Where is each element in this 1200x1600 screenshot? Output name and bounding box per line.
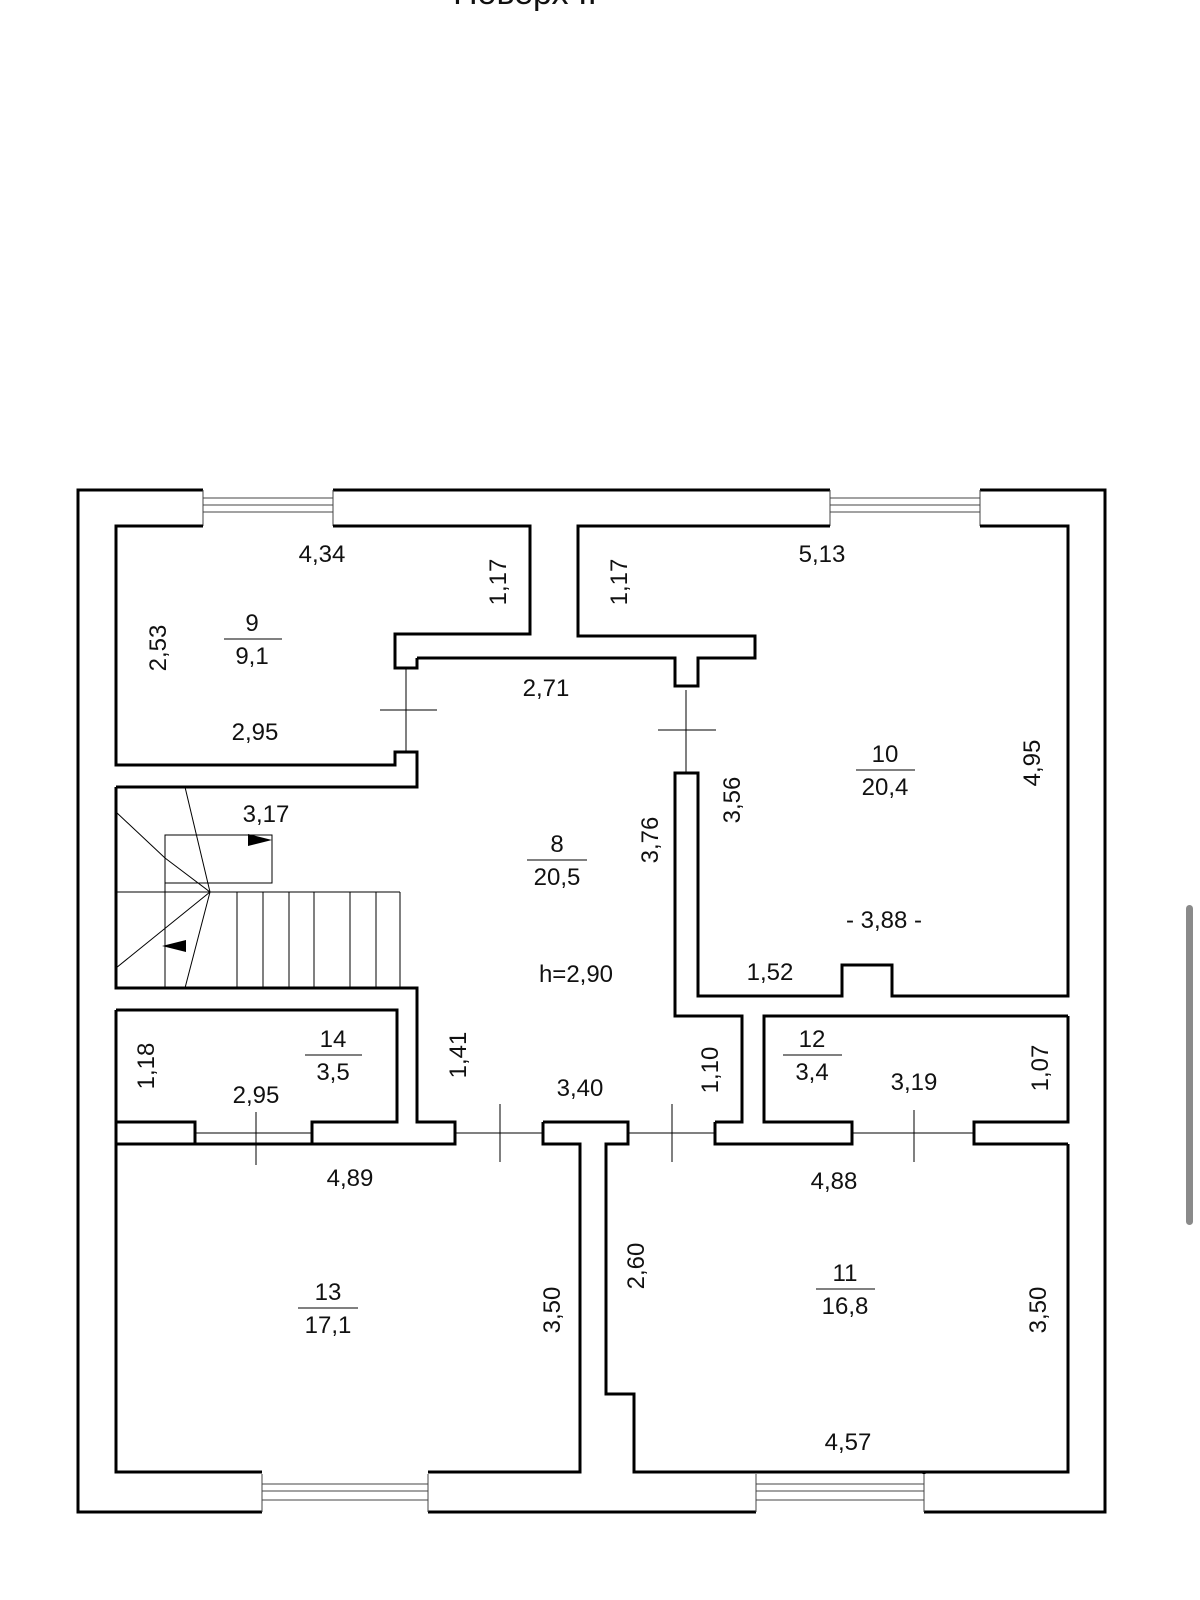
room-9-label: 9 9,1 (224, 610, 282, 670)
room-12-right-wall (972, 1016, 1070, 1146)
room-area: 9,1 (235, 643, 268, 670)
room-13-label: 13 17,1 (298, 1279, 358, 1339)
dim-r9-right: 1,17 (485, 559, 512, 606)
dim-r8-left: 1,41 (445, 1032, 472, 1079)
dim-r13-top: 4,89 (327, 1165, 374, 1192)
room-10-label: 10 20,4 (856, 741, 915, 801)
room-12-label: 12 3,4 (783, 1026, 842, 1086)
room-9-wall (114, 524, 419, 789)
room-number: 10 (872, 741, 899, 768)
dim-r8-bottom: 3,40 (557, 1075, 604, 1102)
dim-stairs: 3,17 (243, 801, 290, 828)
dim-r11-bottom: 4,57 (825, 1429, 872, 1456)
room-number: 9 (245, 610, 258, 637)
room-11-label: 11 16,8 (816, 1260, 875, 1320)
room-area: 3,4 (795, 1059, 828, 1086)
dim-r11-top: 4,88 (811, 1168, 858, 1195)
staircase (115, 786, 401, 989)
window-top-left (202, 488, 334, 526)
door-ticks-lower (195, 1104, 974, 1165)
room-12-wall (713, 1014, 1068, 1146)
dim-r10-left: 3,56 (719, 777, 746, 824)
partition-13-11 (428, 1122, 582, 1474)
room-10-wall (673, 524, 1070, 1124)
room-number: 13 (315, 1279, 342, 1306)
room-area: 17,1 (305, 1312, 352, 1339)
room-14-door-jamb (116, 1120, 197, 1146)
room-number: 8 (550, 831, 563, 858)
room-area: 20,4 (862, 774, 909, 801)
room-area: 20,5 (534, 864, 581, 891)
room-14-label: 14 3,5 (305, 1026, 362, 1086)
dim-r11-right: 3,50 (1025, 1287, 1052, 1334)
dim-r10-top: 5,13 (799, 541, 846, 568)
outer-wall (76, 488, 1107, 1514)
window-top-right (829, 488, 981, 526)
window-bottom-right (755, 1474, 925, 1514)
dim-r12-right: 1,07 (1027, 1045, 1054, 1092)
room-9-wall-top (333, 524, 532, 670)
dim-r8-right: 3,76 (637, 817, 664, 864)
room-13-left (114, 1144, 262, 1474)
dim-r10-bottom: - 3,88 - (846, 907, 922, 934)
floor-title: Поверх ІІ (0, 0, 1050, 13)
room-number: 11 (833, 1260, 858, 1287)
dim-r13-right: 3,50 (539, 1287, 566, 1334)
room-number: 12 (799, 1026, 826, 1053)
scrollbar[interactable] (1186, 905, 1193, 1225)
dim-r10-notch: 1,52 (747, 959, 794, 986)
dim-r14-left: 1,18 (133, 1043, 160, 1090)
dim-r9-bottom: 2,95 (232, 719, 279, 746)
ceiling-height: h=2,90 (539, 961, 613, 988)
door-ticks (380, 668, 716, 773)
window-bottom-left (261, 1474, 429, 1514)
dim-r11-left: 2,60 (623, 1243, 650, 1290)
room-area: 3,5 (316, 1059, 349, 1086)
room-8-label: 8 20,5 (527, 831, 587, 891)
dim-r9-top: 4,34 (299, 541, 346, 568)
dimension-labels: 4,34 2,95 5,13 2,71 3,17 - 3,88 - 1,52 2… (232, 541, 938, 1456)
stairs-wall (114, 787, 457, 1146)
corridor-top-wall (417, 524, 830, 688)
dim-r8-lower-right: 1,10 (697, 1047, 724, 1094)
dim-r10-left-stub: 1,17 (606, 559, 633, 606)
room-11-right (924, 1144, 1070, 1474)
corridor-bottom-wall (543, 1120, 926, 1474)
dim-r8-top: 2,71 (523, 675, 570, 702)
dim-r14-bottom: 2,95 (233, 1082, 280, 1109)
dim-r10-right: 4,95 (1019, 740, 1046, 787)
dimension-labels-vertical: 2,53 1,17 1,17 4,95 3,56 3,76 1,41 1,10 … (133, 559, 1054, 1334)
dim-r12-bottom: 3,19 (891, 1069, 938, 1096)
room-area: 16,8 (822, 1293, 869, 1320)
room-number: 14 (320, 1026, 347, 1053)
dim-r9-left: 2,53 (145, 625, 172, 672)
